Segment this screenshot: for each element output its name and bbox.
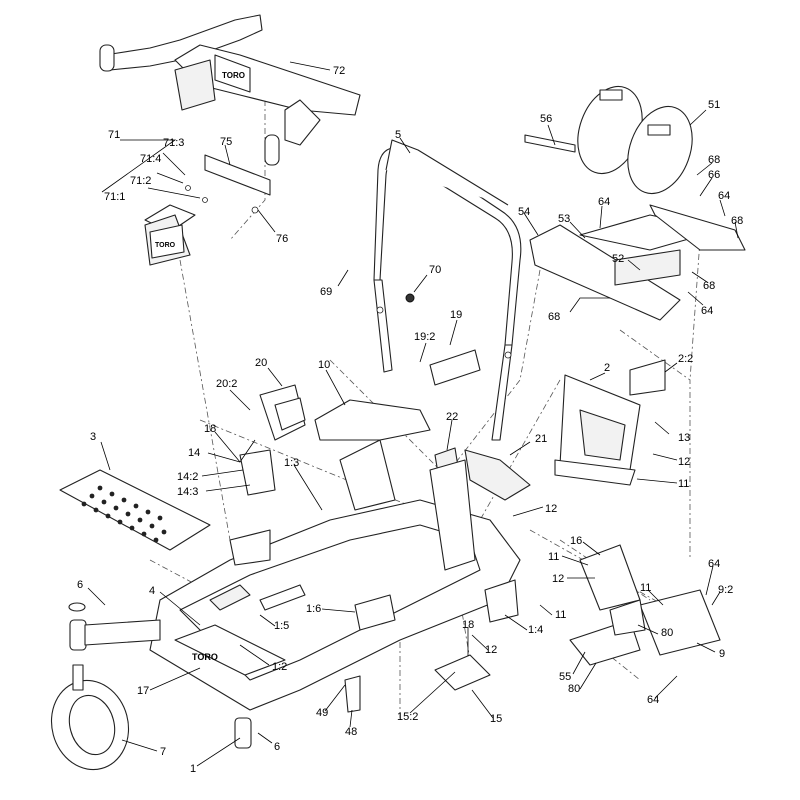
clamp-bands — [524, 85, 693, 195]
callout-16: 16 — [570, 535, 582, 547]
callout-71-3: 71:3 — [163, 137, 184, 149]
right-side-brackets — [569, 544, 721, 666]
callout-14: 14 — [188, 447, 200, 459]
callout-80-a: 80 — [661, 627, 673, 639]
callout-68-c: 68 — [703, 280, 715, 292]
decal-frame: TORO — [192, 652, 218, 662]
callout-80-b: 80 — [568, 683, 580, 695]
callout-10: 10 — [318, 359, 330, 371]
callout-76: 76 — [276, 233, 288, 245]
callout-52: 52 — [612, 253, 624, 265]
callout-12-b: 12 — [545, 503, 557, 515]
callout-21: 21 — [535, 433, 547, 445]
callout-11-a: 11 — [678, 478, 689, 490]
callout-64-c: 64 — [701, 305, 713, 317]
callout-66: 66 — [708, 169, 720, 181]
callout-64-d: 64 — [708, 558, 720, 570]
callout-64-b: 64 — [598, 196, 610, 208]
callout-1-6: 1:6 — [306, 603, 321, 615]
callout-12-c: 12 — [552, 573, 564, 585]
callout-71-4: 71:4 — [140, 153, 161, 165]
callout-54: 54 — [518, 206, 530, 218]
callout-70: 70 — [429, 264, 441, 276]
callout-20-2: 20:2 — [216, 378, 237, 390]
callout-18-a: 18 — [204, 423, 216, 435]
callout-11-d: 11 — [555, 609, 566, 621]
callout-68-b: 68 — [731, 215, 743, 227]
callout-55: 55 — [559, 671, 571, 683]
callout-labels: 72 71 71:3 71:4 71:2 71:1 75 76 5 56 51 … — [77, 65, 743, 775]
callout-6-a: 6 — [77, 579, 83, 591]
callout-17: 17 — [137, 685, 149, 697]
callout-1: 1 — [190, 763, 196, 775]
decal-top: TORO — [222, 71, 245, 80]
callout-14-3: 14:3 — [177, 486, 198, 498]
callout-20: 20 — [255, 357, 267, 369]
callout-14-2: 14:2 — [177, 471, 198, 483]
callout-5: 5 — [395, 129, 401, 141]
callout-68-d: 68 — [548, 311, 560, 323]
callout-64-a: 64 — [718, 190, 730, 202]
foot-plate — [59, 469, 211, 551]
leader-lines — [87, 61, 739, 767]
callout-9: 9 — [719, 648, 725, 660]
left-control-assembly: TORO — [144, 154, 271, 266]
callout-1-3: 1:3 — [284, 457, 299, 469]
lower-plates — [344, 654, 491, 713]
main-frame: TORO — [149, 439, 521, 711]
callout-2: 2 — [604, 362, 610, 374]
callout-15-2: 15:2 — [397, 711, 418, 723]
callout-11-c: 11 — [640, 582, 651, 594]
callout-3: 3 — [90, 431, 96, 443]
callout-7: 7 — [160, 746, 166, 758]
callout-2-2: 2:2 — [678, 353, 693, 365]
callout-1-5: 1:5 — [274, 620, 289, 632]
callout-68-a: 68 — [708, 154, 720, 166]
callout-48: 48 — [345, 726, 357, 738]
rollover-protection-bar — [373, 139, 522, 441]
callout-56: 56 — [540, 113, 552, 125]
side-plate — [554, 359, 666, 486]
callout-71-2: 71:2 — [130, 175, 151, 187]
callout-64-e: 64 — [647, 694, 659, 706]
callout-6-b: 6 — [274, 741, 280, 753]
callout-72: 72 — [333, 65, 345, 77]
callout-53: 53 — [558, 213, 570, 225]
callout-18-b: 18 — [462, 619, 474, 631]
callout-49: 49 — [316, 707, 328, 719]
caster-assembly — [50, 602, 252, 771]
callout-71: 71 — [108, 129, 120, 141]
callout-22: 22 — [446, 411, 458, 423]
callout-12-a: 12 — [678, 456, 690, 468]
callout-1-2: 1:2 — [272, 661, 287, 673]
mount-plates — [529, 204, 746, 321]
callout-15: 15 — [490, 713, 502, 725]
top-control-assembly: TORO — [99, 14, 361, 166]
callout-12-d: 12 — [485, 644, 497, 656]
decal-left-box: TORO — [155, 242, 176, 249]
callout-1-4: 1:4 — [528, 624, 543, 636]
callout-19-2: 19:2 — [414, 331, 435, 343]
callout-13: 13 — [678, 432, 690, 444]
callout-51: 51 — [708, 99, 720, 111]
callout-4: 4 — [149, 585, 155, 597]
callout-75: 75 — [220, 136, 232, 148]
callout-71-1: 71:1 — [104, 191, 125, 203]
callout-19: 19 — [450, 309, 462, 321]
callout-9-2: 9:2 — [718, 584, 733, 596]
callout-11-b: 11 — [548, 551, 559, 563]
callout-69: 69 — [320, 286, 332, 298]
